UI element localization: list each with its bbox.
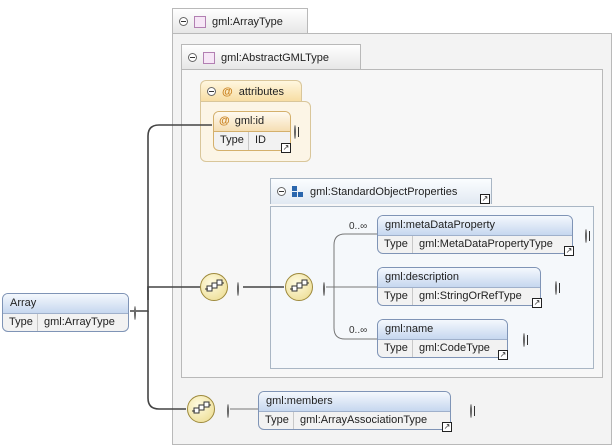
description-element[interactable]: gml:description Type gml:StringOrRefType [377, 267, 541, 306]
type-key: Type [378, 236, 413, 253]
name-element-name: gml:name [378, 320, 507, 340]
meta-data-property-name: gml:metaDataProperty [378, 216, 572, 236]
go-to-definition-icon[interactable]: ↗ [532, 298, 542, 308]
type-value: gml:ArrayAssociationType [300, 414, 428, 426]
standard-object-properties-label: gml:StandardObjectProperties [310, 185, 458, 198]
members-element[interactable]: gml:members Type gml:ArrayAssociationTyp… [258, 391, 451, 430]
type-key: Type [378, 340, 413, 357]
collapse-icon[interactable] [277, 187, 286, 196]
go-to-definition-icon[interactable]: ↗ [564, 246, 574, 256]
type-key: Type [378, 288, 413, 305]
name-element[interactable]: gml:name Type gml:CodeType [377, 319, 508, 358]
meta-data-property-element[interactable]: gml:metaDataProperty Type gml:MetaDataPr… [377, 215, 573, 254]
expand-icon[interactable] [555, 281, 557, 295]
collapse-icon[interactable] [188, 53, 197, 62]
collapse-icon[interactable] [237, 282, 239, 296]
go-to-definition-icon[interactable]: ↗ [480, 194, 490, 204]
type-value: gml:StringOrRefType [419, 290, 522, 302]
type-value: ID [255, 134, 266, 146]
cardinality-label: 0..∞ [349, 221, 368, 232]
standard-object-properties-tab: gml:StandardObjectProperties [270, 178, 492, 204]
go-to-definition-icon[interactable]: ↗ [442, 422, 452, 432]
attribute-icon: @ [222, 85, 233, 98]
attribute-icon: @ [219, 115, 230, 127]
type-key: Type [259, 412, 294, 429]
collapse-icon[interactable] [207, 87, 216, 96]
expand-icon[interactable] [294, 125, 296, 139]
sequence-compositor[interactable] [200, 273, 228, 301]
collapse-icon[interactable] [134, 306, 136, 320]
expand-icon[interactable] [470, 404, 472, 418]
sequence-icon [192, 401, 211, 414]
collapse-icon[interactable] [323, 282, 325, 296]
collapse-icon[interactable] [179, 17, 188, 26]
abstract-gml-type-label: gml:AbstractGMLType [221, 51, 329, 64]
sequence-icon [290, 279, 309, 292]
attributes-label: attributes [238, 85, 284, 98]
type-key: Type [214, 132, 249, 150]
members-name: gml:members [259, 392, 450, 412]
members-type-row: Type gml:ArrayAssociationType [259, 412, 450, 429]
array-element-name: Array [3, 294, 128, 314]
go-to-definition-icon[interactable]: ↗ [281, 143, 291, 153]
collapse-icon[interactable] [227, 404, 229, 418]
meta-data-property-type-row: Type gml:MetaDataPropertyType [378, 236, 572, 253]
gml-id-attribute-header: @ gml:id [214, 112, 290, 132]
attributes-tab: @ attributes [200, 80, 302, 102]
sequence-icon [205, 279, 224, 292]
sequence-compositor[interactable] [285, 273, 313, 301]
complex-type-icon [203, 51, 215, 64]
description-type-row: Type gml:StringOrRefType [378, 288, 540, 305]
complex-type-icon [194, 15, 206, 28]
type-value: gml:MetaDataPropertyType [419, 238, 553, 250]
abstract-gml-type-tab: gml:AbstractGMLType [181, 44, 361, 70]
gml-id-attribute-name: gml:id [234, 115, 265, 127]
model-group-icon [292, 185, 304, 198]
array-element-type-row: Type gml:ArrayType [3, 314, 128, 331]
gml-id-attribute[interactable]: @ gml:id Type ID [213, 111, 291, 151]
sequence-compositor[interactable] [187, 395, 215, 423]
description-name: gml:description [378, 268, 540, 288]
name-type-row: Type gml:CodeType [378, 340, 507, 357]
type-value: gml:CodeType [419, 342, 490, 354]
go-to-definition-icon[interactable]: ↗ [498, 350, 508, 360]
cardinality-label: 0..∞ [349, 325, 368, 336]
type-value: gml:ArrayType [44, 316, 115, 328]
expand-icon[interactable] [585, 229, 587, 243]
type-key: Type [3, 314, 38, 331]
array-type-tab: gml:ArrayType [172, 8, 308, 34]
gml-id-type-row: Type ID [214, 132, 290, 150]
array-element[interactable]: Array Type gml:ArrayType [2, 293, 129, 332]
array-type-label: gml:ArrayType [212, 15, 283, 28]
expand-icon[interactable] [523, 333, 525, 347]
